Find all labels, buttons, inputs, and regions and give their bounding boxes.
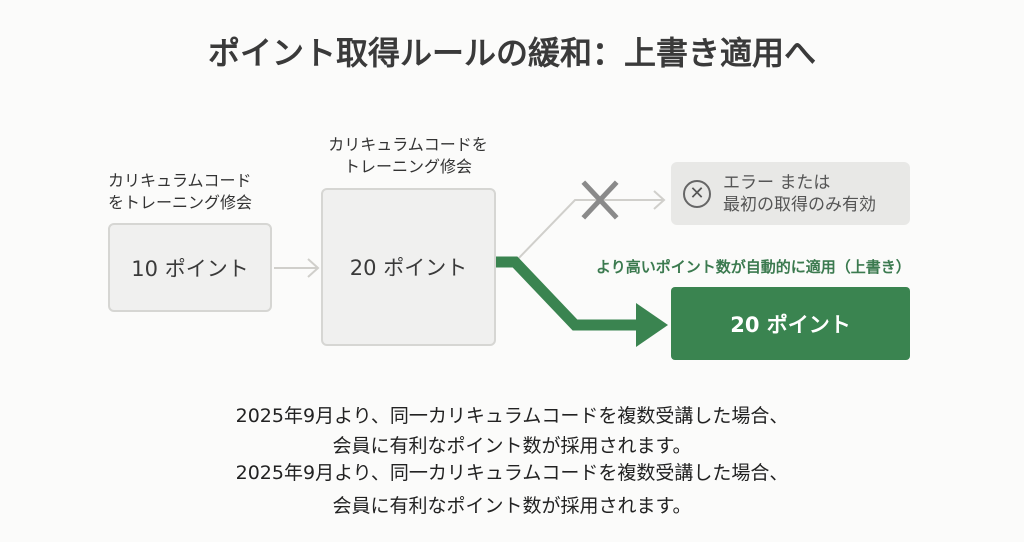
arrow-to-old-rule [514,190,666,263]
step2-label-line1: カリキュラムコードを [328,135,488,154]
step1-box: 10 ポイント [108,223,272,312]
footer-line-1: 2025年9月より、同一カリキュラムコードを複数受講した場合、 [235,405,789,427]
footer-line-4: 会員に有利なポイント数が採用されます。 [332,495,692,517]
step2-label: カリキュラムコードを トレーニング修会 [300,134,516,178]
arrow-to-new-rule [496,256,668,347]
old-rule-line2: 最初の取得のみ有効 [723,194,876,215]
arrow-step1-to-step2 [274,258,320,278]
step2-label-line2: トレーニング修会 [343,157,472,176]
new-rule-box: 20 ポイント [671,287,910,360]
footer-line-2: 会員に有利なポイント数が採用されます。 [332,435,692,457]
step1-label-line2: をトレーニング修会 [108,193,253,212]
circle-x-icon: ✕ [683,179,711,208]
page-title: ポイント取得ルールの緩和：上書き適用へ [207,34,816,72]
x-mark-icon [581,180,619,220]
step2-box: 20 ポイント [321,188,496,346]
step1-label: カリキュラムコード をトレーニング修会 [108,170,252,214]
footer-line-3: 2025年9月より、同一カリキュラムコードを複数受講した場合、 [235,462,789,484]
old-rule-box: ✕ エラー または 最初の取得のみ有効 [671,162,910,225]
new-rule-label: より高いポイント数が自動的に適用（上書き） [596,258,911,276]
old-rule-line1: エラー または [723,172,831,193]
step1-label-line1: カリキュラムコード [108,171,252,190]
